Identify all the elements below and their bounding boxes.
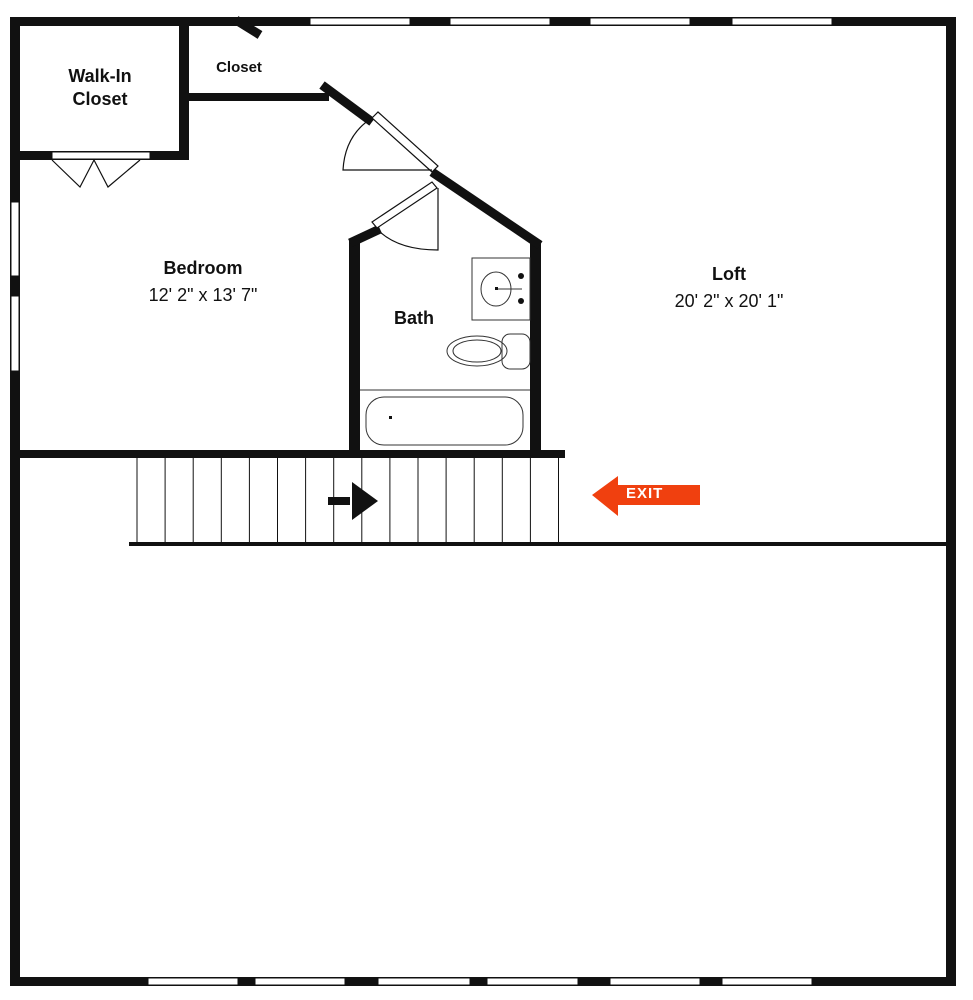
wall-walkin-right xyxy=(179,17,189,159)
walk-in-closet-line1: Walk-In xyxy=(68,66,132,86)
bath-fixtures xyxy=(360,257,531,446)
closet-door-frame xyxy=(51,151,151,160)
loft-dimensions: 20' 2" x 20' 1" xyxy=(674,291,784,311)
loft-label: Loft xyxy=(712,264,746,284)
wall-bath-left xyxy=(349,240,360,454)
walk-in-closet-line2: Closet xyxy=(72,89,128,109)
walk-in-closet-label: Walk-In Closet xyxy=(68,65,131,111)
window xyxy=(377,977,471,986)
doors xyxy=(51,111,439,251)
window xyxy=(449,17,551,26)
toilet-seat xyxy=(452,339,502,363)
stair-direction-arrow-icon xyxy=(328,482,378,520)
window xyxy=(721,977,813,986)
bedroom-label: Bedroom xyxy=(163,258,243,278)
wall-bedroom-bottom xyxy=(10,450,565,458)
window xyxy=(10,201,20,277)
wall-bottom xyxy=(10,977,956,986)
window xyxy=(609,977,701,986)
window xyxy=(147,977,239,986)
angled-wall-3 xyxy=(348,224,382,248)
window xyxy=(254,977,346,986)
wall-right xyxy=(946,17,956,986)
window xyxy=(589,17,691,26)
window xyxy=(731,17,833,26)
closet-label: Closet xyxy=(216,59,262,76)
closet-door-wall xyxy=(233,16,263,39)
windows xyxy=(10,17,833,986)
angled-wall-1 xyxy=(319,81,375,126)
wall-bath-right xyxy=(530,240,541,454)
walls xyxy=(10,17,956,986)
window xyxy=(486,977,579,986)
door-swing xyxy=(342,117,432,171)
door-opening xyxy=(371,111,439,173)
exit-sign: EXIT xyxy=(592,476,702,523)
door-swing xyxy=(379,188,439,251)
bedroom-dimensions: 12' 2" x 13' 7" xyxy=(148,285,258,305)
bath-label: Bath xyxy=(394,308,434,328)
window xyxy=(10,295,20,372)
window xyxy=(309,17,411,26)
stair-landing-line xyxy=(129,542,949,546)
door-opening xyxy=(371,181,438,229)
angled-walls xyxy=(233,16,543,249)
exit-arrow-icon xyxy=(592,476,700,516)
wall-closet-bottom xyxy=(189,93,329,101)
wall-left xyxy=(10,17,20,986)
bathtub-icon xyxy=(365,396,524,446)
toilet-tank xyxy=(501,333,531,370)
angled-wall-2 xyxy=(429,168,543,249)
vanity xyxy=(471,257,531,321)
bifold-door xyxy=(51,158,141,188)
toilet-icon xyxy=(446,335,508,367)
exit-label: EXIT xyxy=(626,485,664,502)
fixture-marks xyxy=(389,273,524,419)
